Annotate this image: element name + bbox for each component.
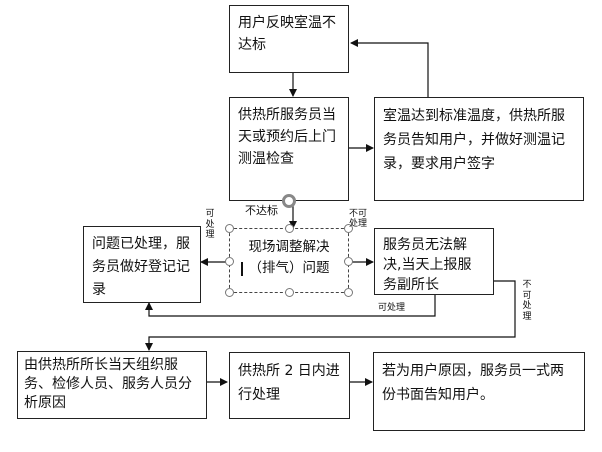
- box-user-report: 用户反映室温不达标: [229, 5, 349, 73]
- label-can-handle-left: 可处理: [205, 209, 215, 240]
- rotate-handle[interactable]: [282, 194, 296, 208]
- box-user-report-text: 用户反映室温不达标: [238, 15, 336, 53]
- resize-handle-bm[interactable]: [285, 288, 294, 297]
- box-temp-ok-text: 室温达到标准温度，供热所服务员告知用户，并做好测温记录，要求用户签字: [383, 108, 565, 172]
- box-director-analysis-text: 由供热所所长当天组织服务、检修人员、服务人员分析原因: [24, 357, 192, 411]
- resize-handle-mr[interactable]: [344, 257, 353, 266]
- box-director-analysis: 由供热所所长当天组织服务、检修人员、服务人员分析原因: [17, 351, 207, 419]
- box-onsite-check-text: 供热所服务员当天或预约后上门测温检查: [238, 107, 336, 167]
- box-onsite-adjust[interactable]: 现场调整解决 （排气）问题: [229, 228, 349, 293]
- label-not-meet: 不达标: [245, 204, 278, 217]
- box-user-notice-text: 若为用户原因，服务员一式两份书面告知用户。: [382, 363, 564, 403]
- box-cannot-solve: 服务员无法解决,当天上报服务副所长: [374, 228, 494, 295]
- text-cursor: [241, 262, 243, 276]
- box-two-day-process: 供热所 2 日内进行处理: [229, 352, 350, 419]
- label-cannot-handle-far: 不可处理: [522, 280, 532, 322]
- box-cannot-solve-text: 服务员无法解决,当天上报服务副所长: [383, 237, 472, 293]
- resize-handle-bl[interactable]: [225, 288, 234, 297]
- box-two-day-process-text: 供热所 2 日内进行处理: [238, 363, 340, 403]
- box-user-notice: 若为用户原因，服务员一式两份书面告知用户。: [373, 352, 585, 431]
- resize-handle-tr[interactable]: [344, 224, 353, 233]
- box-handled: 问题已处理，服务员做好登记记录: [83, 226, 201, 303]
- arrow-b3-b1: [350, 39, 429, 97]
- label-can-handle-bottom: 可处理: [378, 303, 406, 313]
- box-temp-ok: 室温达到标准温度，供热所服务员告知用户，并做好测温记录，要求用户签字: [374, 97, 584, 201]
- resize-handle-br[interactable]: [344, 288, 353, 297]
- box-handled-text: 问题已处理，服务员做好登记记录: [92, 236, 190, 298]
- arrow-b6-b7: [145, 280, 516, 351]
- resize-handle-tl[interactable]: [225, 224, 234, 233]
- resize-handle-ml[interactable]: [225, 257, 234, 266]
- resize-handle-tm[interactable]: [285, 224, 294, 233]
- arrow-b6-b4: [145, 295, 436, 317]
- box-onsite-adjust-line2: （排气）问题: [248, 260, 330, 276]
- label-cannot-handle-right: 不可处理: [349, 209, 368, 229]
- box-onsite-check: 供热所服务员当天或预约后上门测温检查: [229, 97, 349, 201]
- box-onsite-adjust-line1: 现场调整解决: [248, 239, 330, 255]
